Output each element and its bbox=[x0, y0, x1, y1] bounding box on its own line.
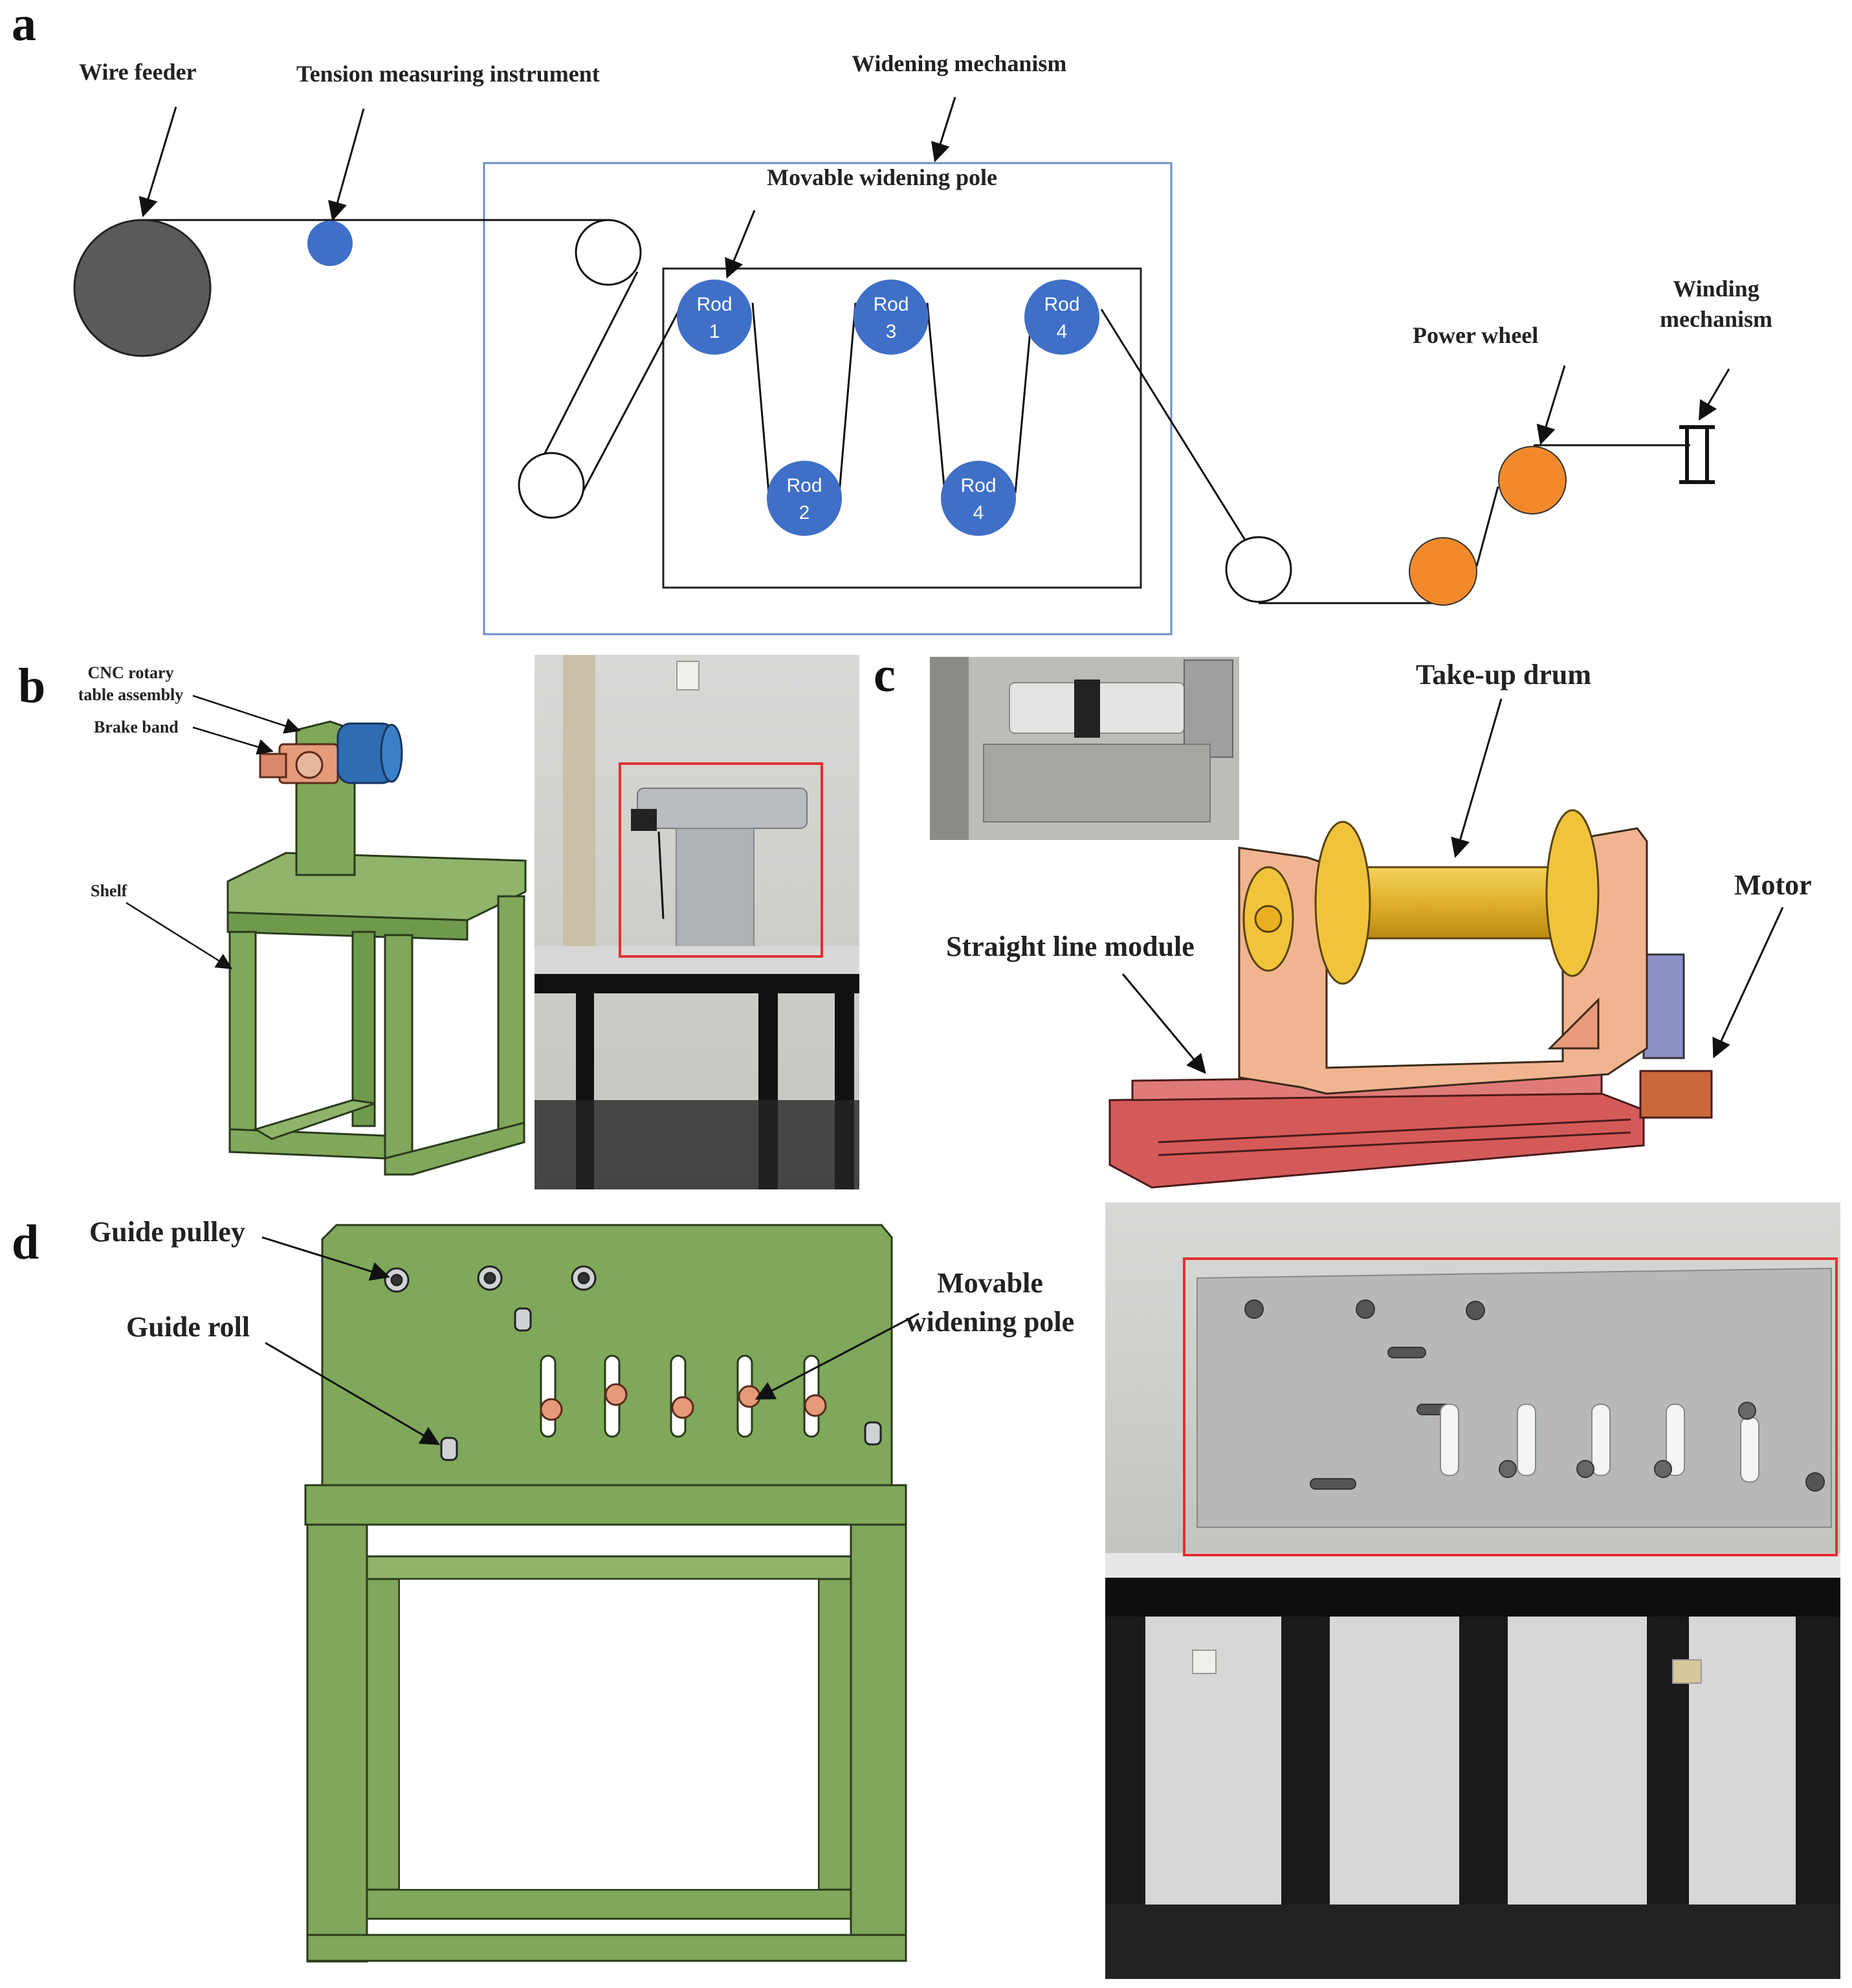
rod-box bbox=[662, 267, 1142, 589]
motor-block bbox=[1639, 1070, 1713, 1119]
rod-3-label: Rod bbox=[873, 294, 909, 315]
label-tension-instrument: Tension measuring instrument bbox=[296, 61, 600, 87]
panel-label-b: b bbox=[18, 659, 45, 713]
panel-b-cad: CNC rotary table assembly Brake band She… bbox=[78, 663, 527, 1176]
rod-2-number: 2 bbox=[799, 502, 810, 524]
label-cnc-2: table assembly bbox=[78, 685, 184, 704]
guide-wheel-bottom bbox=[1225, 536, 1292, 603]
wire-feeder-drum bbox=[73, 219, 212, 357]
label-widening-mechanism: Widening mechanism bbox=[852, 50, 1066, 76]
guide-rolls bbox=[440, 1307, 882, 1461]
rod-5-number: 4 bbox=[973, 502, 984, 524]
rod-4: Rod 4 bbox=[1024, 280, 1099, 355]
label-winding-1: Winding bbox=[1673, 276, 1759, 302]
winding-spool-icon bbox=[1679, 425, 1715, 484]
panel-c-cad: Take-up drum Motor Straight line module bbox=[946, 659, 1812, 1189]
movable-poles bbox=[540, 1354, 827, 1438]
label-winding-2: mechanism bbox=[1660, 306, 1772, 332]
power-wheel-upper bbox=[1498, 446, 1567, 514]
panel-d-photo bbox=[1105, 1202, 1840, 1979]
rod-5: Rod 4 bbox=[941, 461, 1016, 536]
guide-pulleys bbox=[384, 1265, 597, 1293]
rod-3: Rod 3 bbox=[854, 280, 929, 355]
rod-4-number: 4 bbox=[1057, 321, 1068, 342]
panel-c-arrows bbox=[1121, 698, 1784, 1074]
rod-1-number: 1 bbox=[709, 321, 720, 342]
label-guide-roll: Guide roll bbox=[126, 1311, 250, 1343]
panel-label-a: a bbox=[12, 0, 36, 51]
rod-2: Rod 2 bbox=[767, 461, 842, 536]
rod-5-label: Rod bbox=[960, 475, 996, 496]
photo-highlight-box bbox=[619, 762, 823, 958]
panel-c-photo bbox=[930, 657, 1239, 840]
wire-path bbox=[142, 219, 1690, 604]
panel-b-photo bbox=[535, 655, 859, 1189]
panel-a-schematic: Rod 1 Rod 2 Rod 3 Rod 4 Rod 4 bbox=[73, 50, 1772, 635]
guide-wheel-top bbox=[575, 219, 642, 286]
rod-1-label: Rod bbox=[696, 294, 732, 315]
rod-4-label: Rod bbox=[1044, 294, 1079, 315]
label-power-wheel: Power wheel bbox=[1413, 322, 1538, 348]
label-cnc-1: CNC rotary bbox=[87, 663, 173, 682]
take-up-drum bbox=[1348, 866, 1564, 940]
panel-d-arrows bbox=[261, 1236, 920, 1446]
label-take-up-drum: Take-up drum bbox=[1416, 659, 1591, 690]
panel-a-arrows bbox=[138, 96, 1730, 445]
brake-band bbox=[259, 753, 287, 779]
power-wheel-lower bbox=[1409, 537, 1477, 606]
label-guide-pulley: Guide pulley bbox=[89, 1216, 245, 1248]
tension-sensor bbox=[307, 221, 353, 266]
label-shelf: Shelf bbox=[91, 881, 127, 900]
panel-label-d: d bbox=[12, 1215, 39, 1270]
widening-mechanism-box bbox=[483, 162, 1173, 635]
rod-2-label: Rod bbox=[786, 475, 822, 496]
rod-3-number: 3 bbox=[886, 321, 897, 342]
guide-wheel-left bbox=[518, 452, 585, 519]
panel-label-c: c bbox=[874, 648, 896, 702]
panel-d-cad: Guide pulley Guide roll Movable widening… bbox=[89, 1216, 1074, 1963]
label-wire-feeder: Wire feeder bbox=[79, 59, 197, 85]
label-brake-band: Brake band bbox=[94, 718, 179, 736]
label-movable-2: widening pole bbox=[906, 1306, 1074, 1338]
photo-highlight-box-d bbox=[1183, 1257, 1838, 1556]
label-straight-line-module: Straight line module bbox=[946, 931, 1195, 962]
rod-1: Rod 1 bbox=[677, 280, 752, 355]
label-movable-1: Movable bbox=[937, 1267, 1043, 1299]
label-motor: Motor bbox=[1734, 869, 1812, 901]
label-movable-pole: Movable widening pole bbox=[767, 164, 997, 190]
panel-b-arrows bbox=[126, 694, 301, 969]
